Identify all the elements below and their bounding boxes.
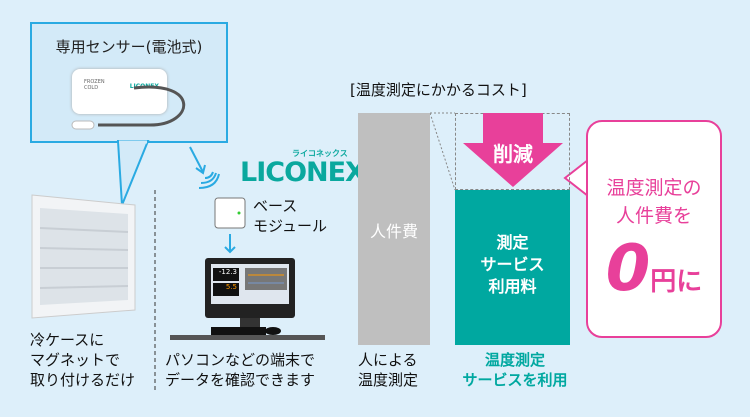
promo-text: 温度測定の人件費を <box>606 177 702 227</box>
refrigerated-case-image <box>31 194 136 319</box>
liconex-logo: ライコネックス LICONEX <box>240 149 366 188</box>
down-arrow-icon <box>224 234 236 254</box>
service-fee-label: 測定サービス利用料 <box>480 233 545 296</box>
case-caption: 冷ケースにマグネットで取り付けるだけ <box>30 331 136 389</box>
pc-caption: パソコンなどの端末でデータを確認できます <box>165 351 316 389</box>
cost-title: [温度測定にかかるコスト] <box>350 81 527 99</box>
pc-monitor-image <box>170 258 325 340</box>
service-caption: 温度測定サービスを利用 <box>462 351 568 389</box>
manual-caption: 人による温度測定 <box>358 351 419 389</box>
sensor-cable <box>98 85 186 127</box>
service-fee-bar: 測定サービス利用料 <box>455 190 570 345</box>
sensor-probe <box>71 120 95 130</box>
base-module-label: ベースモジュール <box>253 197 327 235</box>
reduction-arrow-icon <box>463 113 563 187</box>
promo-zero-yen: 0円に <box>605 232 703 306</box>
reduction-label: 削減 <box>493 142 533 166</box>
base-module-image <box>214 197 246 229</box>
promo-callout: 温度測定の人件費を 0円に <box>586 120 722 338</box>
labor-cost-bar: 人件費 <box>358 113 430 345</box>
callout-tail <box>116 140 150 206</box>
sensor-title: 専用センサー(電池式) <box>55 38 203 56</box>
labor-cost-label: 人件費 <box>369 222 418 241</box>
wireless-signal-icon <box>189 146 220 189</box>
